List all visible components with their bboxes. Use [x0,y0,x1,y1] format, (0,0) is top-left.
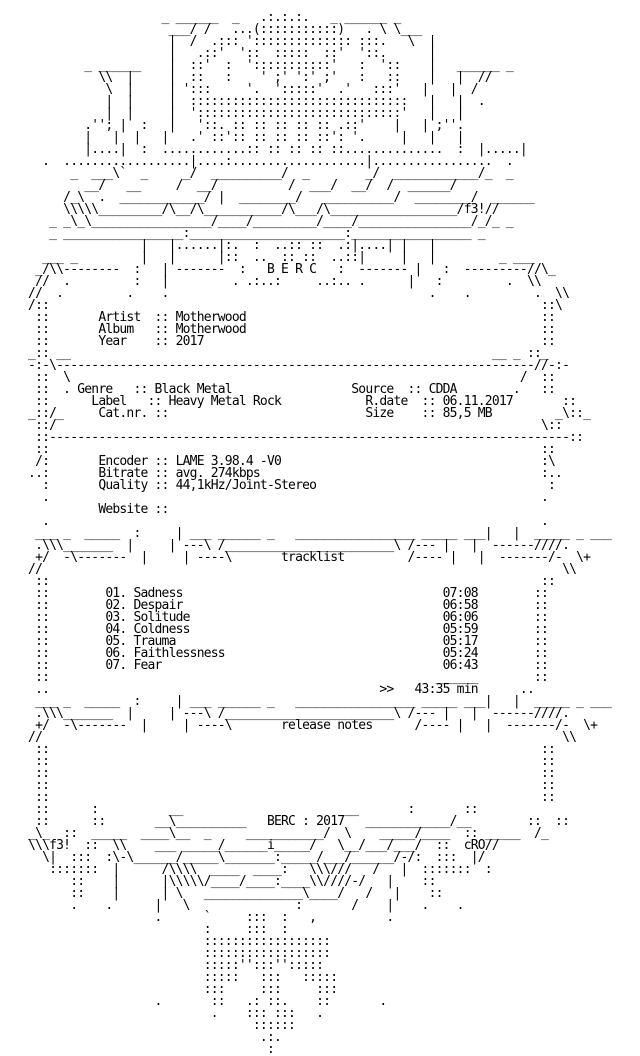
nfo-line: .\\\_______ | | ---\ /__________________… [14,538,570,553]
nfo-line: ::: ::: ::: [14,982,338,997]
nfo-line: :::::: [14,1018,296,1033]
nfo-line: /_\ . ____________/ | ________/ ________… [14,190,535,205]
nfo-line: : ::: : [14,922,289,937]
nfo-line: ___/ / ...(:::::::::::) . \ \___ [14,22,423,37]
nfo-line: :: Year :: 2017 :: [14,334,556,349]
nfo-line: :: :: [14,754,556,769]
nfo-line: __/ __ / __/ / ___/ __/ / ______/ [14,178,457,193]
nfo-line: :::::::::::::::::: [14,934,331,949]
nfo-line: | |......|:. : ..:: :: .:|....| | | [14,238,436,253]
nfo-line: :: :: [14,742,556,757]
nfo-line: . . [14,514,549,529]
nfo-line: ::::::: | /\\\\ ____ ____: \\\/// / | ::… [14,862,493,877]
nfo-line: :: 04. Coldness 05:59 :: [14,622,549,637]
nfo-line: :: | | \ ______________\____/ / | :: [14,886,443,901]
nfo-line: :: 06. Faithlessness 05:24 :: [14,646,549,661]
nfo-line: :: \ / :: [14,370,556,385]
nfo-line: \ | | '::: '. ':::::' .' :::' | | / [14,82,478,97]
nfo-line: :: Album :: Motherwood :: [14,322,556,337]
nfo-line: : Quality :: 44,1kHz/Joint-Stereo : [14,478,556,493]
nfo-line: :: :: [14,442,556,457]
nfo-line: _/\\-------- : | ------- : B E R C : ---… [14,262,556,277]
nfo-line: :: ______ :: [14,670,549,685]
nfo-line: :: 02. Despair 06:58 :: [14,598,549,613]
nfo-line: ::/ \:: [14,418,563,433]
nfo-line: +/ -\------- | | ----\ release notes /--… [14,718,598,733]
nfo-line: ___ _ _____ : | ___ ______ _ ___________… [14,526,612,541]
nfo-line: _ ______ | ::' : ':::::::::::' : ':: | _… [14,58,513,73]
nfo-line: /: Encoder :: LAME 3.98.4 -V0 :\ [14,454,556,469]
nfo-line: :: | |\\\\\/____/____:____\\////-/ | :: [14,874,443,889]
nfo-line: _::/_ Cat.nr. :: Size :: 85,5 MB _\::_ [14,406,591,421]
nfo-line: Website :: [14,502,169,517]
nfo-line: ..: Bitrate :: avg. 274kbps :.. [14,466,563,481]
nfo-line: :: :: [14,574,556,589]
nfo-line: \\\\\_________/\__/\___________/\___/\__… [14,202,499,217]
nfo-line: :: :: [14,766,556,781]
nfo-line: +/ -\------- | | ----\ tracklist /---- |… [14,550,591,565]
nfo-line: // . . . . . . \\ [14,286,570,301]
nfo-line: . ` ::: : , . [14,910,395,925]
nfo-line: :: 07. Fear 06:43 :: [14,658,549,673]
nfo-line: _\_ :: _____ ____\__ _ ___________/ \ __… [14,826,549,841]
nfo-line: .''; | : | '::. :: :: :: :: :: .::' | | … [14,118,471,133]
nfo-ascii-art: _ ______ _ .:.:.:. _ ______ _ ___/ / ...… [14,0,612,1056]
nfo-line: // \\ [14,730,577,745]
nfo-line: ::--------------------------------------… [14,430,584,445]
nfo-line: ::::: ::: ::::: [14,970,338,985]
nfo-line: .\\\_______ | | ---\ /__________________… [14,706,570,721]
nfo-line: . :: .: ::. :: . [14,994,388,1009]
nfo-line: :: 05. Trauma 05:17 :: [14,634,549,649]
nfo-line: .:. [14,1030,282,1045]
nfo-line: _ ______ _ .:.:.:. _ ______ _ [14,10,402,25]
nfo-line: . . | \ : / | . . [14,898,464,913]
nfo-line: ___ _ _____ : | ___ ______ _ ___________… [14,694,612,709]
nfo-line: :::::::::::::::::: [14,946,331,961]
nfo-line: : [14,1042,275,1056]
nfo-line: :: Label :: Heavy Metal Rock R.date :: 0… [14,394,577,409]
nfo-line: :: :: [14,778,556,793]
nfo-line: :: 01. Sadness 07:08 :: [14,586,549,601]
nfo-line: _ ___\` _ _/ __________/ _ _/ __________… [14,166,514,181]
nfo-line: \| ::: :\-\______/_____\_______:_____/__… [14,850,486,865]
nfo-line: . ::: ::: . [14,1006,324,1021]
nfo-line: \\ | | :: : ' ;' ':' ;' : :: | | // [14,70,492,85]
nfo-line: :: . Genre :: Black Metal Source :: CDDA… [14,382,556,397]
nfo-line: :: Artist :: Motherwood :: [14,310,556,325]
nfo-line: |....| : ............:: :: :: :: ::.....… [14,142,534,157]
nfo-line: _ _________________:____________________… [14,226,485,241]
nfo-line: | .::' ':: ::::: ::' '::. | [14,46,437,61]
nfo-line: :: : __ __ : :: [14,802,478,817]
nfo-line: | | | ':::::::::::::::::::::::::::::' | … [14,106,464,121]
nfo-line: :: :: __\__________ BERC : 2017 ________… [14,814,570,829]
nfo-line: :: 03. Solitude 06:06 :: [14,610,549,625]
nfo-line: /:: ::\ [14,298,563,313]
nfo-line: -:-\------------------------------------… [14,358,570,373]
nfo-line: . ..................|....:..............… [14,154,514,169]
nfo-line: .. >> 43:35 min .. [14,682,535,697]
nfo-line: // . : | . .:..: ..:.. . | : . \\ [14,274,542,289]
nfo-line: | / .::: ':::::::::::::: :::. \ | [14,34,437,49]
nfo-line: _:: __ __ _ ::_ [14,346,549,361]
nfo-line: . . [14,490,549,505]
nfo-line: \\\f3! :: \\ ___ _____/______i_____/ \__… [14,838,500,853]
nfo-line: :: :: [14,790,556,805]
nfo-line: // \\ [14,562,577,577]
nfo-line: | | | | .' ::':: :: :: :: ::': '. | | | [14,130,471,145]
nfo-line: _ _\_\_________________/____/_________/_… [14,214,514,229]
nfo-line: :::::'':::''::::: [14,958,324,973]
nfo-line: ___ _ | | |:: .. :: :: ..::| | | _ ___ [14,250,535,265]
nfo-line: | | | ::::::::::::::::::::::::::::::: | … [14,94,485,109]
